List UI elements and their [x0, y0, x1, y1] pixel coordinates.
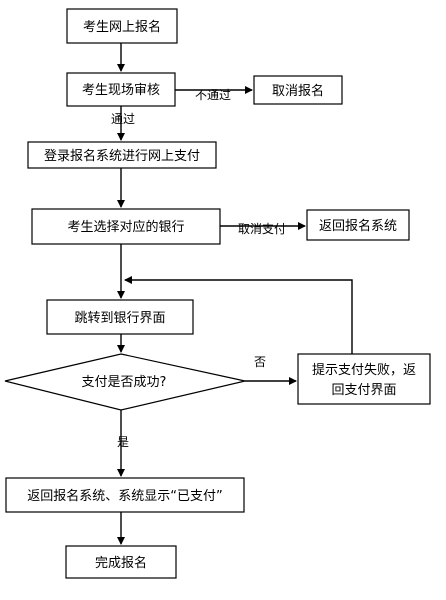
node-payment-success-label: 支付是否成功?	[82, 375, 167, 390]
node-payment-success-decision: 支付是否成功?	[4, 353, 246, 411]
node-choose-bank-label: 考生选择对应的银行	[67, 219, 184, 235]
arrow-failure-loop-back	[124, 276, 353, 354]
node-complete: 完成报名	[65, 545, 177, 579]
node-payment-failed-label-line1: 提示支付失败，返	[312, 362, 416, 378]
node-online-registration-label: 考生网上报名	[83, 19, 161, 35]
node-onsite-review: 考生现场审核	[66, 72, 176, 107]
node-choose-bank: 考生选择对应的银行	[31, 208, 221, 245]
node-onsite-review-label: 考生现场审核	[82, 83, 160, 98]
node-bank-interface: 跳转到银行界面	[46, 299, 194, 335]
node-return-system: 返回报名系统	[306, 209, 410, 241]
node-return-system-label: 返回报名系统	[319, 218, 397, 234]
edge-label-passed: 通过	[111, 112, 135, 126]
edge-label-yes: 是	[117, 435, 129, 449]
node-return-show-paid: 返回报名系统、系统显示“已支付”	[5, 477, 245, 513]
node-online-registration: 考生网上报名	[66, 8, 178, 44]
node-cancel-registration-label: 取消报名	[272, 83, 324, 99]
node-payment-failed-label-line2: 回支付界面	[331, 383, 396, 398]
edge-label-no: 否	[254, 355, 266, 369]
node-complete-label: 完成报名	[95, 555, 147, 571]
node-payment-failed: 提示支付失败，返 回支付界面	[297, 353, 431, 405]
edge-label-not-passed: 不通过	[195, 88, 231, 102]
node-login-pay-label: 登录报名系统进行网上支付	[44, 148, 200, 164]
node-cancel-registration: 取消报名	[253, 75, 343, 105]
node-bank-interface-label: 跳转到银行界面	[74, 311, 165, 326]
edge-label-cancel-payment: 取消支付	[238, 222, 286, 236]
connectors	[117, 43, 353, 545]
node-login-pay: 登录报名系统进行网上支付	[27, 141, 217, 169]
node-return-show-paid-label: 返回报名系统、系统显示“已支付”	[27, 488, 222, 504]
